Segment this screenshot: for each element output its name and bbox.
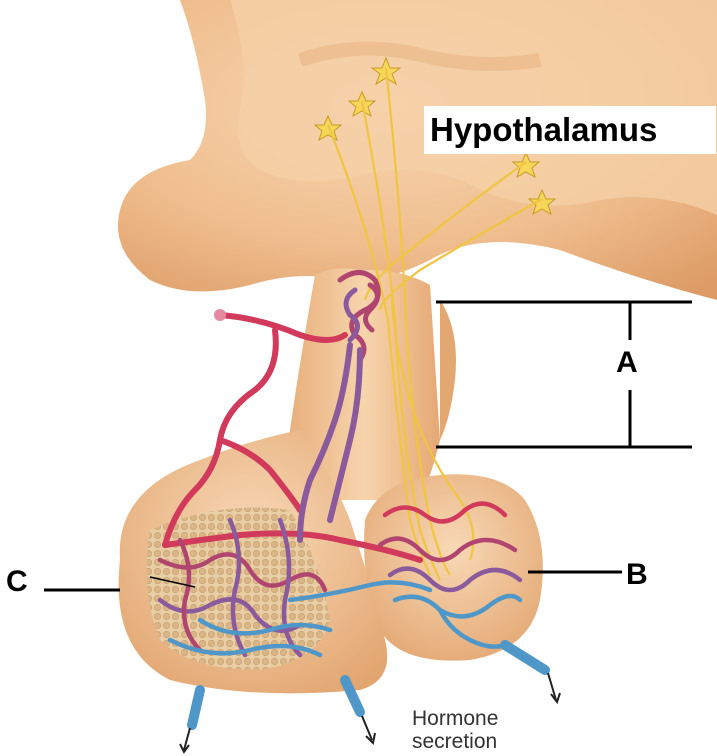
label-b: B [626,558,648,592]
artery-cut-end [214,309,226,321]
hormone-secretion-label: Hormone secretion [412,707,498,753]
hormone-secretion-line2: secretion [412,730,498,753]
hormone-secretion-line1: Hormone [412,707,498,730]
hypothalamus-label: Hypothalamus [424,106,716,154]
label-c: C [6,565,28,599]
label-a: A [616,346,638,380]
posterior-lobe [364,474,543,660]
